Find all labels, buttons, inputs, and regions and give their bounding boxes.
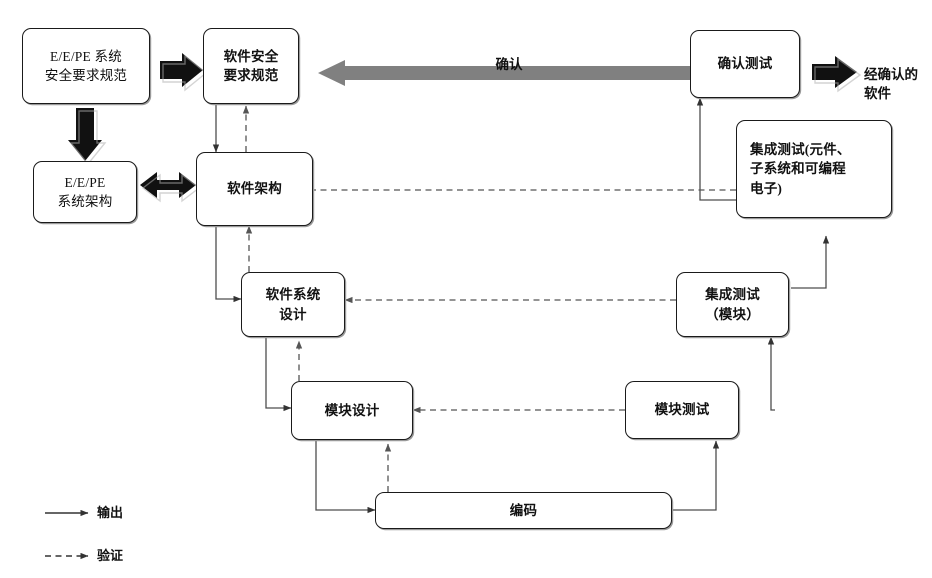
node-eepe-architecture[interactable]: E/E/PE 系统架构 [33,161,137,223]
node-label: E/E/PE 系统架构 [57,174,113,209]
block-arrow-validated-software [812,56,862,93]
connector-integsystem-to-validation [696,97,736,201]
connector-moduledesign-to-coding [315,440,376,514]
node-integration-test-system[interactable]: 集成测试(元件、 子系统和可编程 电子) [736,120,892,218]
verification-connector-group-vertical [242,105,392,492]
node-software-architecture[interactable]: 软件架构 [196,152,313,226]
node-label: 集成测试(元件、 子系统和可编程 电子) [750,142,851,196]
node-label: 软件安全 要求规范 [223,48,279,83]
connector-coding-to-moduletest [672,440,720,511]
connector-integmodule-to-integsystem [791,235,830,289]
verification-connector-group-horizontal [289,186,736,414]
connector-swarch-to-sysdesign [215,222,242,303]
legend-item-verification: 验证 [97,548,123,565]
node-label: 集成测试 （模块） [705,287,760,322]
block-arrow-eepe-to-swreq [160,53,208,92]
validated-software-label: 经确认的 软件 [864,46,932,103]
node-label: 软件系统 设计 [265,287,321,322]
legend-item-output: 输出 [97,505,123,522]
node-label: 确认测试 [717,56,773,72]
validation-arrow-label: 确认 [479,36,539,74]
connector-sysdesign-to-moduledesign [265,337,292,412]
validation-gray-arrow [318,60,690,86]
node-coding[interactable]: 编码 [375,492,672,529]
node-label: 软件架构 [227,181,282,197]
node-software-safety-requirements[interactable]: 软件安全 要求规范 [203,28,299,104]
node-eepe-safety-requirements[interactable]: E/E/PE 系统 安全要求规范 [22,28,150,104]
node-label: 模块设计 [324,402,380,418]
block-arrow-eepe-req-to-eepe-arch [68,108,107,166]
output-connector-group [212,104,376,514]
node-label: 模块测试 [654,402,710,418]
node-label: 编码 [509,502,538,518]
legend-verification-label: 验证 [97,548,124,563]
node-software-system-design[interactable]: 软件系统 设计 [241,272,345,337]
node-integration-test-module[interactable]: 集成测试 （模块） [676,272,789,337]
validation-arrow-label-text: 确认 [495,57,523,73]
legend-output-label: 输出 [97,505,124,520]
node-module-design[interactable]: 模块设计 [291,381,413,440]
validated-software-label-text: 经确认的 软件 [864,67,918,102]
connector-moduletest-to-integmodule [767,336,775,411]
block-arrow-double-eepe-sw-arch [140,172,201,203]
node-validation-test[interactable]: 确认测试 [690,30,800,98]
node-module-test[interactable]: 模块测试 [625,381,739,439]
test-flow-connector-group [672,97,830,511]
node-label: E/E/PE 系统 安全要求规范 [44,48,128,83]
